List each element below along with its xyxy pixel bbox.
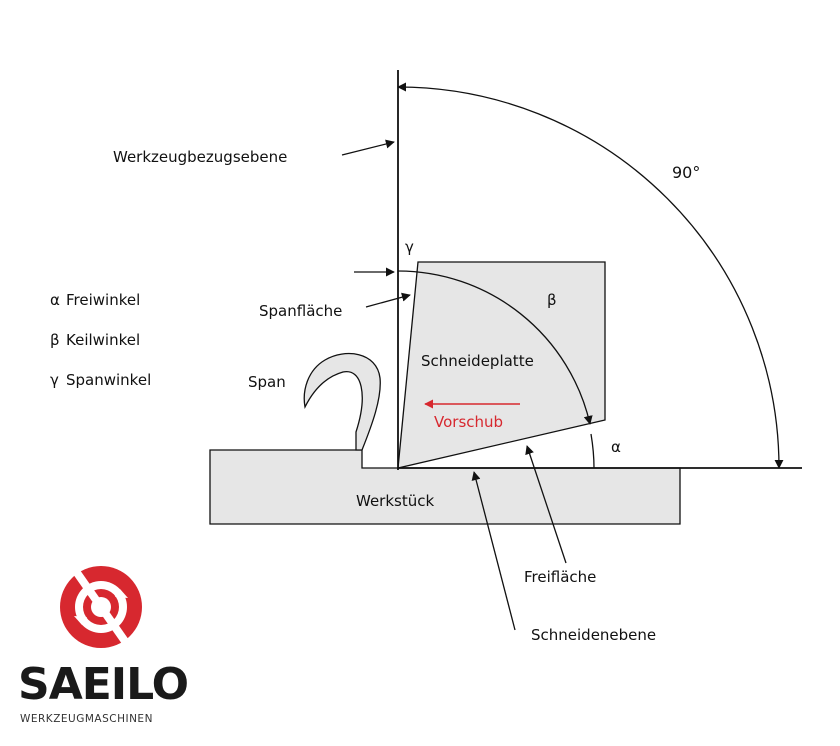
saeilo-logo-subtitle: WERKZEUGMASCHINEN [20,713,153,725]
legend-alpha-symbol: α [50,291,60,309]
legend-beta-symbol: β [50,331,60,349]
legend-alpha-text: Freiwinkel [66,291,140,309]
angle-alpha-arc [590,433,595,469]
leader-spanflaeche [365,292,411,308]
workpiece-shape [209,449,681,525]
leader-werkzeugbezugsebene [341,139,395,156]
label-spanflaeche: Spanfläche [259,302,342,320]
label-schneideplatte: Schneideplatte [421,352,534,370]
saeilo-logo-mark-icon [60,566,142,648]
label-angle-90: 90° [672,163,700,182]
label-freiflaeche: Freifläche [524,568,596,586]
label-gamma: γ [405,238,414,256]
legend-beta-text: Keilwinkel [66,331,140,349]
label-alpha: α [611,438,621,456]
angle-90-arc [397,82,784,469]
label-werkstueck: Werkstück [356,492,434,510]
saeilo-logo: SAEILO WERKZEUGMASCHINEN [18,566,189,725]
label-werkzeugbezugsebene: Werkzeugbezugsebene [113,148,287,166]
label-vorschub: Vorschub [434,413,503,431]
legend-gamma-text: Spanwinkel [66,371,151,389]
leader-schneidenebene [471,471,516,631]
chip-shape [303,353,381,451]
legend-gamma-symbol: γ [50,371,59,389]
label-span: Span [248,373,286,391]
angle-beta-arc [397,270,593,425]
saeilo-logo-wordmark: SAEILO [18,659,188,710]
label-beta: β [547,291,557,309]
leader-freiflaeche [525,445,567,564]
angle-legend: α Freiwinkel β Keilwinkel γ Spanwinkel [50,291,151,389]
label-schneidenebene: Schneidenebene [531,626,656,644]
